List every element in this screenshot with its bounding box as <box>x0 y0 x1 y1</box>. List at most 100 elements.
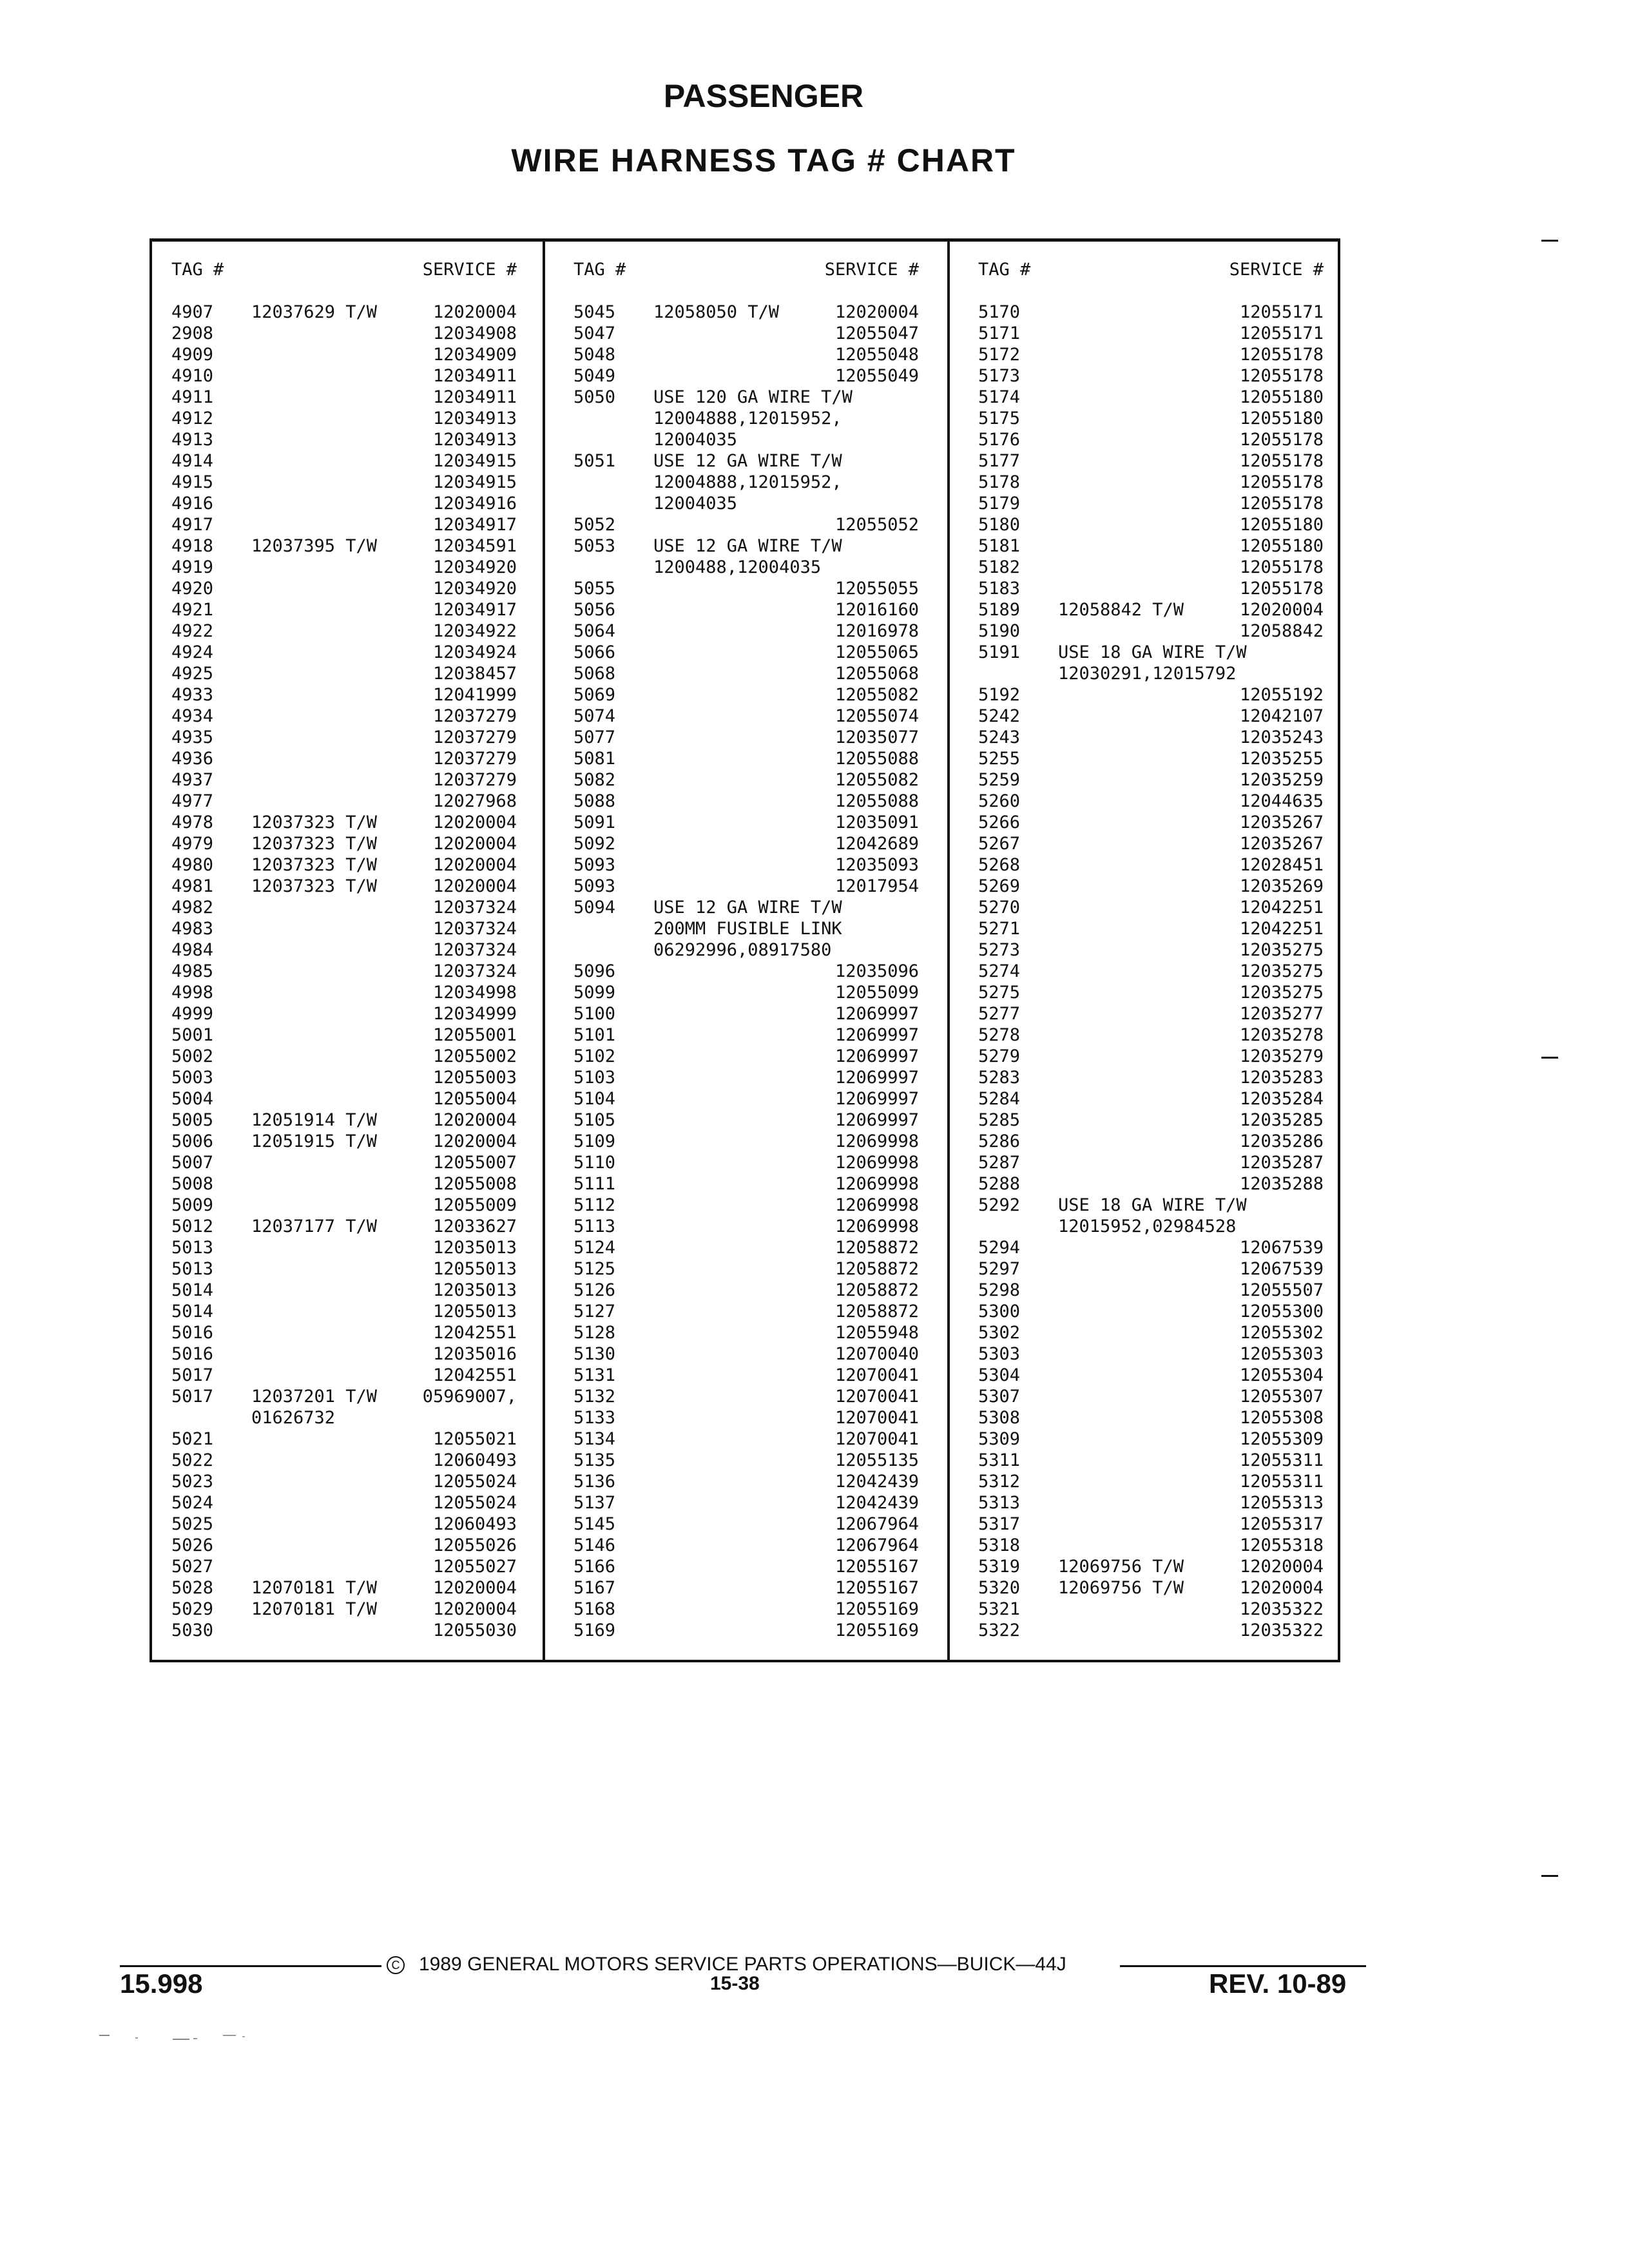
tag-number: 5176 <box>978 430 1021 450</box>
service-number: 12069998 <box>834 1153 919 1173</box>
tag-number: 4909 <box>171 345 214 365</box>
service-number: 12070041 <box>834 1408 919 1428</box>
service-number: 12055178 <box>1239 579 1324 599</box>
service-number: 12042107 <box>1239 706 1324 726</box>
service-number: 12034920 <box>432 557 517 577</box>
service-number: 12055088 <box>834 749 919 769</box>
tag-number: 5102 <box>574 1046 616 1066</box>
service-number: 12055047 <box>834 323 919 343</box>
tag-number: 5081 <box>574 749 616 769</box>
tag-number: 5275 <box>978 983 1021 1003</box>
service-number: 12020004 <box>432 1599 517 1619</box>
page-title: PASSENGER <box>663 78 864 114</box>
service-number: 12020004 <box>432 834 517 854</box>
service-number: 12060493 <box>432 1450 517 1470</box>
tag-number: 5014 <box>171 1280 214 1300</box>
service-number: 12055167 <box>834 1578 919 1598</box>
tag-number: 5013 <box>171 1259 214 1279</box>
row-note: 12037323 T/W <box>251 812 378 832</box>
copyright-icon: C <box>387 1956 405 1974</box>
service-number: 12055318 <box>1239 1535 1324 1555</box>
service-number: 12055013 <box>432 1302 517 1321</box>
row-note: 06292996,08917580 <box>653 940 832 960</box>
tag-number: 5167 <box>574 1578 616 1598</box>
service-number: 12058872 <box>834 1280 919 1300</box>
service-number: 12035013 <box>432 1238 517 1258</box>
service-number: 12035077 <box>834 727 919 747</box>
service-number: 12055180 <box>1239 536 1324 556</box>
tag-number: 4978 <box>171 812 214 832</box>
tag-number: 5113 <box>574 1216 616 1236</box>
service-number: 12035288 <box>1239 1174 1324 1194</box>
service-number: 12055178 <box>1239 494 1324 514</box>
service-number: 12034999 <box>432 1004 517 1024</box>
service-number: 12041999 <box>432 685 517 705</box>
service-number: 12055180 <box>1239 408 1324 428</box>
row-note: 12058050 T/W <box>653 302 780 322</box>
tag-number: 5004 <box>171 1089 214 1109</box>
service-number: 12038457 <box>432 664 517 684</box>
footer-rule-right <box>1120 1965 1366 1967</box>
tag-number: 5093 <box>574 855 616 875</box>
service-number: 12020004 <box>432 1110 517 1130</box>
row-note: 12051915 T/W <box>251 1131 378 1151</box>
tag-number: 4914 <box>171 451 214 471</box>
tag-number: 5277 <box>978 1004 1021 1024</box>
row-note: 12037323 T/W <box>251 876 378 896</box>
table-row: 12004035 <box>574 493 919 514</box>
tag-number: 4985 <box>171 961 214 981</box>
tag-number: 5145 <box>574 1514 616 1534</box>
service-number: 12016160 <box>834 600 919 620</box>
service-number: 12055171 <box>1239 323 1324 343</box>
service-number: 12055169 <box>834 1620 919 1640</box>
tag-number: 5274 <box>978 961 1021 981</box>
service-number: 12055004 <box>432 1089 517 1109</box>
column-divider <box>543 242 545 1660</box>
service-number: 12058872 <box>834 1302 919 1321</box>
tag-number: 4983 <box>171 919 214 939</box>
service-number: 12069997 <box>834 1110 919 1130</box>
table-row: 5167 12055167 <box>574 1577 919 1599</box>
tag-number: 5109 <box>574 1131 616 1151</box>
service-number: 12020004 <box>432 812 517 832</box>
tag-number: 5171 <box>978 323 1021 343</box>
service-number: 12055178 <box>1239 345 1324 365</box>
tag-number: 5270 <box>978 898 1021 918</box>
table-row: 4978 12037323 T/W 12020004 <box>171 812 517 833</box>
service-number: 12067964 <box>834 1535 919 1555</box>
tag-number: 5029 <box>171 1599 214 1619</box>
service-number: 12055317 <box>1239 1514 1324 1534</box>
table-row: 12004888,12015952, <box>574 408 919 429</box>
tag-number: 5319 <box>978 1557 1021 1577</box>
tag-number: 5023 <box>171 1472 214 1492</box>
tag-number: 5132 <box>574 1387 616 1407</box>
tag-number: 5008 <box>171 1174 214 1194</box>
